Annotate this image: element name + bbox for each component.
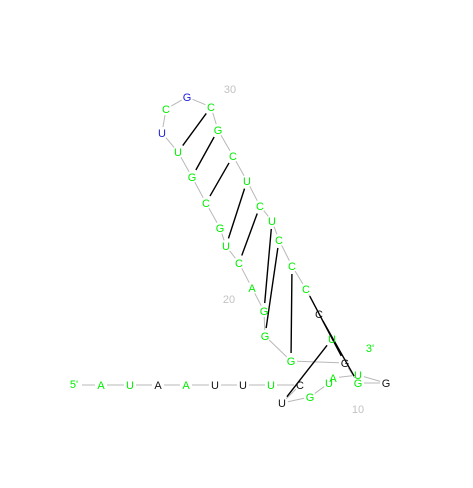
backbone-segment <box>263 316 266 331</box>
backbone-segment <box>235 160 245 177</box>
base-pair-layer <box>182 113 355 398</box>
base-pair-bond <box>290 273 293 354</box>
nucleotide-22: U <box>222 241 230 253</box>
nucleotide-3: A <box>154 380 162 392</box>
position-label-30: 30 <box>224 84 236 96</box>
nucleotide-14: G <box>382 378 391 390</box>
base-pair-bond <box>286 344 328 398</box>
nucleotide-20: A <box>248 283 256 295</box>
label-layer: 5' 3' 10 20 30 <box>70 84 374 416</box>
backbone-segment <box>338 375 353 378</box>
nucleotide-10: G <box>306 392 315 404</box>
nucleotide-2: U <box>126 380 134 392</box>
position-label-10: 10 <box>352 404 364 416</box>
backbone-segment <box>314 386 325 394</box>
position-label-20: 20 <box>223 294 235 306</box>
backbone-segment <box>194 182 204 198</box>
nucleotide-17: G <box>287 356 296 368</box>
base-pair-bond <box>227 188 246 239</box>
backbone-segment <box>294 270 304 285</box>
nucleotide-40: U <box>328 334 336 346</box>
nucleotide-35: U <box>268 216 276 228</box>
nucleotide-32: C <box>229 151 237 163</box>
base-pair-bond <box>264 228 272 304</box>
backbone-segment <box>263 210 269 217</box>
backbone-segment <box>296 360 340 364</box>
nucleotide-11: U <box>325 378 333 390</box>
nucleotide-28: C <box>162 104 170 116</box>
backbone-segment <box>208 207 218 224</box>
backbone-segment <box>212 112 217 125</box>
backbone-segment <box>220 134 231 152</box>
nucleotide-15: G <box>354 378 363 390</box>
base-pair-bond <box>182 113 207 146</box>
nucleotide-9: U <box>278 398 286 410</box>
nucleotide-5: U <box>211 380 219 392</box>
nucleotide-33: U <box>243 176 251 188</box>
backbone-segment <box>285 388 297 400</box>
nucleotide-21: C <box>235 258 243 270</box>
base-pair-bond <box>265 247 279 329</box>
nucleotide-8: C <box>296 380 304 392</box>
nucleotide-30: C <box>207 102 215 114</box>
backbone-segment <box>170 99 183 107</box>
nucleotide-16: G <box>341 358 350 370</box>
backbone-segment <box>363 376 381 382</box>
nucleotide-6: U <box>239 380 247 392</box>
backbone-segment <box>241 268 250 283</box>
backbone-segment <box>221 233 225 241</box>
base-pair-bond <box>241 213 258 256</box>
backbone-segment <box>165 137 175 148</box>
nucleotide-27: U <box>158 128 166 140</box>
backbone-segment <box>180 156 190 173</box>
nucleotide-4: A <box>182 380 190 392</box>
nucleotide-24: C <box>202 198 210 210</box>
nucleotide-7: U <box>267 380 275 392</box>
backbone-segment <box>347 367 356 379</box>
nucleotide-1: A <box>97 380 105 392</box>
backbone-segment <box>273 226 278 235</box>
backbone-segment <box>287 397 305 403</box>
backbone-segment <box>268 339 288 358</box>
backbone-segment <box>249 186 258 201</box>
nucleotide-25: G <box>188 172 197 184</box>
backbone-segment <box>229 250 236 259</box>
nucleotide-38: C <box>302 284 310 296</box>
nucleotide-18: G <box>261 331 270 343</box>
backbone-segment <box>192 98 206 106</box>
nucleotide-13: U <box>354 370 362 382</box>
nucleotide-12: A <box>329 373 337 385</box>
base-pair-bond <box>309 295 342 357</box>
base-pair-bond <box>209 162 230 197</box>
backbone-segment <box>162 114 166 128</box>
three-prime-label: 3' <box>366 343 374 355</box>
nucleotide-31: G <box>214 125 223 137</box>
nucleotide-26: U <box>174 147 182 159</box>
backbone-layer <box>82 98 381 403</box>
base-pair-bond <box>195 136 215 171</box>
backbone-segment <box>254 293 262 306</box>
nucleotide-36: C <box>275 235 283 247</box>
nucleotide-34: C <box>256 201 264 213</box>
five-prime-label: 5' <box>70 379 78 391</box>
nucleotide-29: G <box>183 92 192 104</box>
nucleotide-19: G <box>260 306 269 318</box>
nucleotide-37: C <box>288 261 296 273</box>
nucleotide-39: C <box>315 309 323 321</box>
nucleotide-23: G <box>216 223 225 235</box>
backbone-segment <box>330 379 332 382</box>
backbone-segment <box>281 245 290 261</box>
